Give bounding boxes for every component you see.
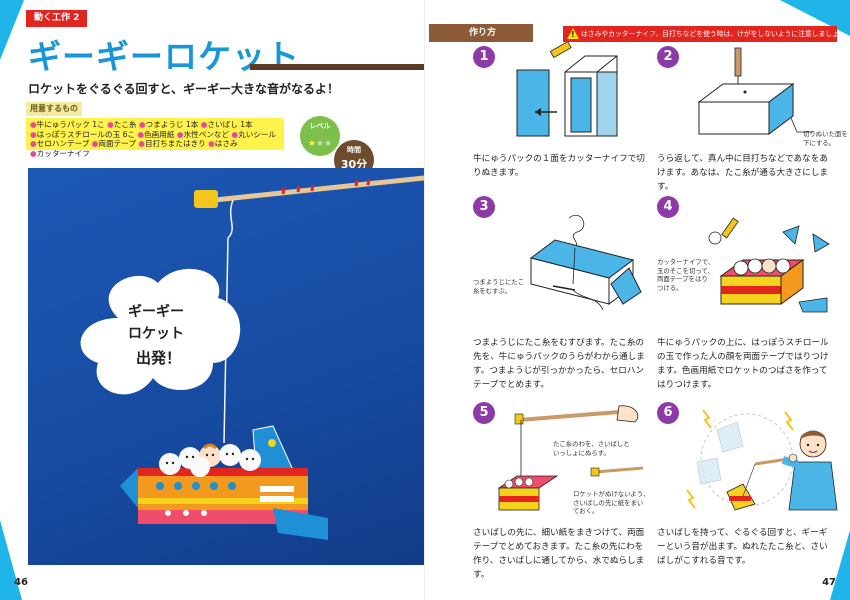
level-label: レベル (309, 122, 331, 130)
step-number-4: 4 (657, 196, 679, 218)
rocket-model (120, 425, 328, 540)
corner-decoration-top-left (0, 0, 24, 60)
page-number-right: 47 (822, 577, 836, 588)
material-item: ●はっぽうスチロールの玉 6こ (30, 129, 136, 139)
bubble-line-3: 出発！ (136, 349, 181, 367)
step-text-1: 牛にゅうパックの１面をカッターナイフで切りぬきます。 (473, 154, 645, 178)
page-number-left: 46 (14, 577, 28, 588)
bubble-line-1: ギーギー (128, 303, 184, 320)
chopstick (195, 175, 424, 205)
material-item: ●つまようじ 1本 (138, 120, 199, 129)
level-stars: ★★★ (308, 139, 332, 149)
material-item: ●目打ちまたはきり (138, 139, 206, 148)
paper-stopper (194, 190, 218, 208)
step-5-illustration (497, 405, 644, 511)
step-6-illustration (686, 409, 838, 511)
step-number-2: 2 (657, 46, 679, 68)
step-5-note-a: たこ糸のわを、さいばしと いっしょにぬらす。 (553, 440, 630, 457)
material-item: ●色画用紙 (137, 129, 175, 139)
step-number-6: 6 (657, 402, 679, 424)
step-2-note: 切りぬいた面を 下にする。 (803, 130, 848, 147)
step-4-note: カッターナイフで、 玉のそこを切って、 両面テープをはり つける。 (657, 258, 715, 292)
star-icon: ★★ (315, 139, 333, 149)
materials-label: 用意するもの (26, 102, 82, 116)
step-number-3: 3 (473, 196, 495, 218)
string (223, 199, 234, 444)
step-4-illustration (708, 217, 830, 313)
step-3-illustration (529, 215, 642, 311)
corner-decoration-bottom-right (830, 530, 850, 600)
warning-text: はさみやカッターナイフ、目打ちなどを使う時は、けがをしないように注意しましょう。 (581, 30, 837, 38)
speech-bubble (80, 268, 241, 395)
material-item: ●セロハンテープ (30, 139, 90, 148)
step-5-note-b: ロケットがぬけないよう、 さいばしの先に紙をまい ておく。 (573, 490, 650, 515)
left-page: 動く工作 2 ギーギーロケット ロケットをぐるぐる回すと、ギーギー大きな音がなる… (0, 0, 425, 600)
material-item: ●カッターナイフ (30, 148, 90, 158)
rocket-photo: ギーギー ロケット 出発！ (28, 168, 424, 565)
step-text-5: さいばしの先に、細い紙をまきつけて、両面テープでとめておきます。たこ糸の先にわを… (473, 528, 645, 580)
step-3-note: つまようじにたこ 糸をむすぶ。 (473, 278, 525, 295)
step-2-illustration (697, 47, 813, 135)
material-item: ●両面テープ (91, 139, 136, 148)
materials-list: ●牛にゅうパック 1こ ●たこ糸 ●つまようじ 1本 ●さいばし 1本 ●はっぽ… (26, 118, 284, 158)
step-text-2: うら返して、真ん中に目打ちなどであなをあけます。あなは、たこ糸が通る大きさにしま… (657, 154, 829, 192)
title-rule (250, 64, 425, 70)
section-tag: 動く工作 2 (26, 10, 88, 27)
warning-banner: ! はさみやカッターナイフ、目打ちなどを使う時は、けがをしないように注意しましょ… (563, 26, 837, 42)
level-badge: レベル ★★★ (300, 116, 340, 156)
material-item: ●たこ糸 (107, 120, 137, 129)
warning-icon (567, 28, 579, 39)
step-text-4: 牛にゅうパックの上に、はっぽうスチロールの玉で作った人の顔を両面テープではりつけ… (657, 338, 829, 390)
material-item: ●水性ペンなど (176, 129, 230, 139)
page-title: ギーギーロケット (28, 37, 300, 76)
step-number-1: 1 (473, 46, 495, 68)
time-value: 30分 (340, 158, 368, 171)
corner-decoration-bottom-left (0, 520, 22, 600)
step-number-5: 5 (473, 402, 495, 424)
time-label: 時間 (347, 146, 361, 154)
material-item: ●さいばし 1本 (200, 120, 253, 129)
rocket-photo-illustration: ギーギー ロケット 出発！ (80, 175, 424, 540)
step-text-3: つまようじにたこ糸をむすびます。たこ糸の先を、牛にゅうパックのうらがわから通しま… (473, 338, 645, 390)
right-page: 作り方 ! はさみやカッターナイフ、目打ちなどを使う時は、けがをしないように注意… (425, 0, 850, 600)
material-item: ●はさみ (208, 139, 238, 148)
step-text-6: さいばしを持って、ぐるぐる回すと、ギーギーという音が出ます。ぬれたたこ糸と、さい… (657, 528, 828, 566)
step-1-illustration (516, 42, 618, 137)
star-icon: ★ (307, 139, 316, 149)
material-item: ●牛にゅうパック 1こ (30, 120, 105, 129)
material-item: ●丸いシール (231, 129, 277, 139)
bubble-line-2: ロケット (128, 326, 184, 342)
page-subtitle: ロケットをぐるぐる回すと、ギーギー大きな音がなるよ！ (28, 82, 340, 96)
howto-label: 作り方 (429, 24, 533, 42)
